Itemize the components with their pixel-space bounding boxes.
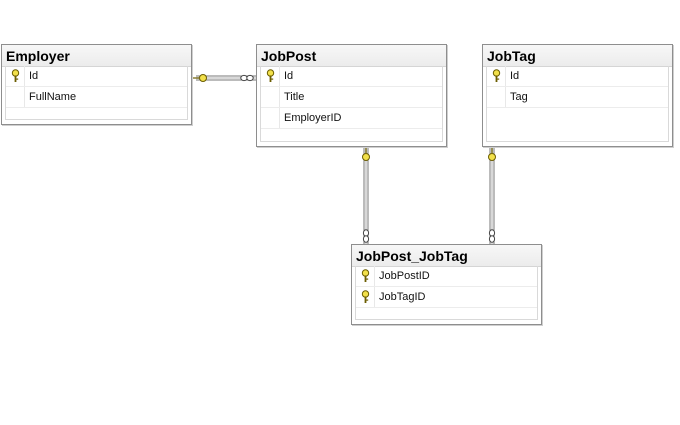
column-row[interactable]: Title <box>261 87 442 108</box>
table-title: JobTag <box>483 45 672 67</box>
column-name: Id <box>29 70 39 82</box>
row-gutter <box>261 108 280 128</box>
row-gutter <box>261 87 280 107</box>
table-title: JobPost_JobTag <box>352 245 541 267</box>
column-row[interactable]: JobPostID <box>356 266 537 287</box>
table-title: Employer <box>2 45 191 67</box>
row-gutter <box>487 87 506 107</box>
key-icon <box>266 69 275 82</box>
relationship-jobpost-employer[interactable] <box>193 74 256 82</box>
column-name: EmployerID <box>284 112 342 124</box>
relationship-jobpostjobtag-jobtag[interactable] <box>488 147 496 244</box>
column-row[interactable]: Id <box>261 66 442 87</box>
column-name: FullName <box>29 91 77 103</box>
column-list: Id FullName <box>5 66 188 120</box>
row-gutter <box>356 287 375 307</box>
key-end-icon <box>193 74 207 82</box>
table-employer[interactable]: Employer Id FullName <box>1 44 192 125</box>
row-gutter <box>356 266 375 286</box>
column-name: Id <box>510 70 520 82</box>
table-jobpost[interactable]: JobPost Id Title EmployerID <box>256 44 447 147</box>
column-list: JobPostID JobTagID <box>355 266 538 320</box>
key-icon <box>361 290 370 303</box>
row-gutter <box>261 66 280 86</box>
column-list: Id Tag <box>486 66 669 142</box>
row-gutter <box>6 66 25 86</box>
column-name: JobTagID <box>379 291 426 303</box>
column-name: Tag <box>510 91 528 103</box>
row-gutter <box>487 66 506 86</box>
infinity-end-icon <box>362 229 370 243</box>
table-jobpost-jobtag[interactable]: JobPost_JobTag JobPostID JobTagID <box>351 244 542 325</box>
column-row[interactable]: Tag <box>487 87 668 108</box>
row-gutter <box>6 87 25 107</box>
column-row[interactable]: FullName <box>6 87 187 108</box>
column-list: Id Title EmployerID <box>260 66 443 142</box>
table-title: JobPost <box>257 45 446 67</box>
key-icon <box>11 69 20 82</box>
column-row[interactable]: Id <box>487 66 668 87</box>
table-jobtag[interactable]: JobTag Id Tag <box>482 44 673 147</box>
infinity-end-icon <box>240 74 254 82</box>
column-row[interactable]: JobTagID <box>356 287 537 308</box>
column-name: JobPostID <box>379 270 430 282</box>
key-end-icon <box>488 147 496 161</box>
key-icon <box>361 269 370 282</box>
infinity-end-icon <box>488 229 496 243</box>
column-row[interactable]: Id <box>6 66 187 87</box>
column-name: Title <box>284 91 305 103</box>
column-row[interactable]: EmployerID <box>261 108 442 129</box>
key-icon <box>492 69 501 82</box>
column-name: Id <box>284 70 294 82</box>
key-end-icon <box>362 147 370 161</box>
relationship-jobpostjobtag-jobpost[interactable] <box>362 147 370 244</box>
